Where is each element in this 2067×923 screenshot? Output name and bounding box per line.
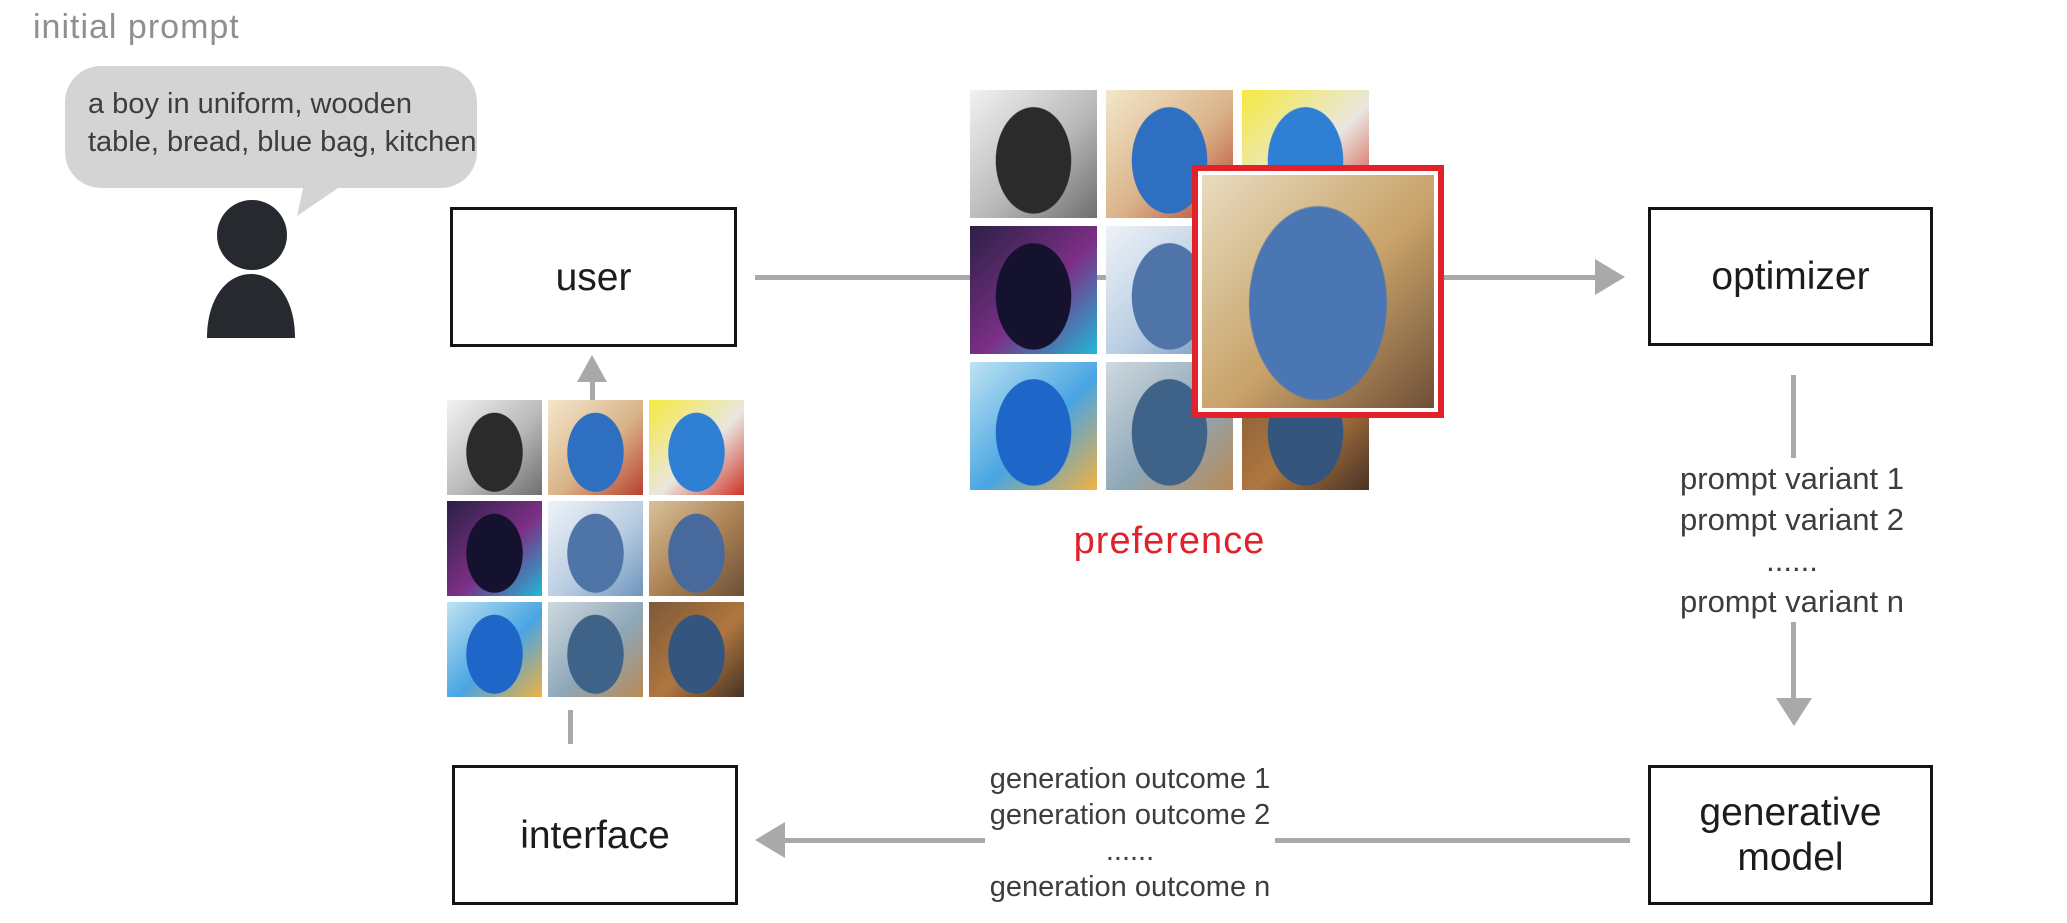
arrowhead-left-into-interface — [755, 822, 785, 858]
preference-label: preference — [1073, 520, 1266, 562]
node-optimizer: optimizer — [1648, 207, 1933, 346]
grid-thumbnail — [447, 602, 542, 697]
node-generative-model-label-line-2: model — [1737, 836, 1844, 879]
grid-thumbnail — [548, 602, 643, 697]
grid-thumbnail — [970, 90, 1097, 218]
arrow-line-grid-to-user — [590, 380, 595, 400]
interface-thumbnail-grid — [447, 400, 744, 697]
speech-bubble: a boy in uniform, wooden table, bread, b… — [65, 66, 477, 188]
grid-thumbnail — [548, 501, 643, 596]
arrowhead-down-into-generative-model — [1776, 698, 1812, 726]
grid-thumbnail — [649, 400, 744, 495]
connector-interface-to-grid — [568, 710, 573, 744]
node-optimizer-label: optimizer — [1711, 255, 1870, 298]
prompt-variant-line: prompt variant 1 — [1680, 461, 1904, 496]
prompt-variant-line: prompt variant n — [1680, 584, 1904, 619]
arrowhead-up-into-user — [577, 355, 607, 382]
initial-prompt-label: initial prompt — [33, 8, 240, 46]
generation-outcome-line: generation outcome 1 — [989, 763, 1271, 795]
grid-thumbnail — [970, 226, 1097, 354]
node-interface: interface — [452, 765, 738, 905]
grid-thumbnail — [970, 362, 1097, 490]
person-icon — [207, 200, 295, 338]
generation-outcome-line: generation outcome 2 — [989, 799, 1271, 831]
grid-thumbnail — [649, 602, 744, 697]
speech-bubble-tail — [297, 184, 344, 216]
generation-outcome-line: generation outcome n — [989, 871, 1271, 903]
node-generative-model-label-line-1: generative — [1699, 791, 1882, 834]
grid-thumbnail — [447, 501, 542, 596]
speech-bubble-line-1: a boy in uniform, wooden — [88, 88, 413, 120]
node-interface-label: interface — [520, 813, 670, 857]
prompt-variant-ellipsis: ...... — [1766, 543, 1818, 578]
preferred-image — [1202, 175, 1434, 408]
node-user: user — [450, 207, 737, 347]
speech-bubble-line-2: table, bread, blue bag, kitchen — [88, 126, 477, 158]
node-generative-model: generative model — [1648, 765, 1933, 905]
prompt-variants-list: prompt variant 1 prompt variant 2 ......… — [1642, 458, 1942, 622]
grid-thumbnail — [548, 400, 643, 495]
grid-thumbnail — [447, 400, 542, 495]
grid-thumbnail — [649, 501, 744, 596]
prompt-variant-line: prompt variant 2 — [1680, 502, 1904, 537]
generation-outcome-ellipsis: ...... — [1105, 835, 1155, 867]
node-user-label: user — [555, 255, 632, 299]
arrowhead-right-into-optimizer — [1595, 259, 1625, 295]
generation-outcomes-list: generation outcome 1 generation outcome … — [985, 761, 1275, 905]
preferred-image-frame — [1192, 165, 1444, 418]
